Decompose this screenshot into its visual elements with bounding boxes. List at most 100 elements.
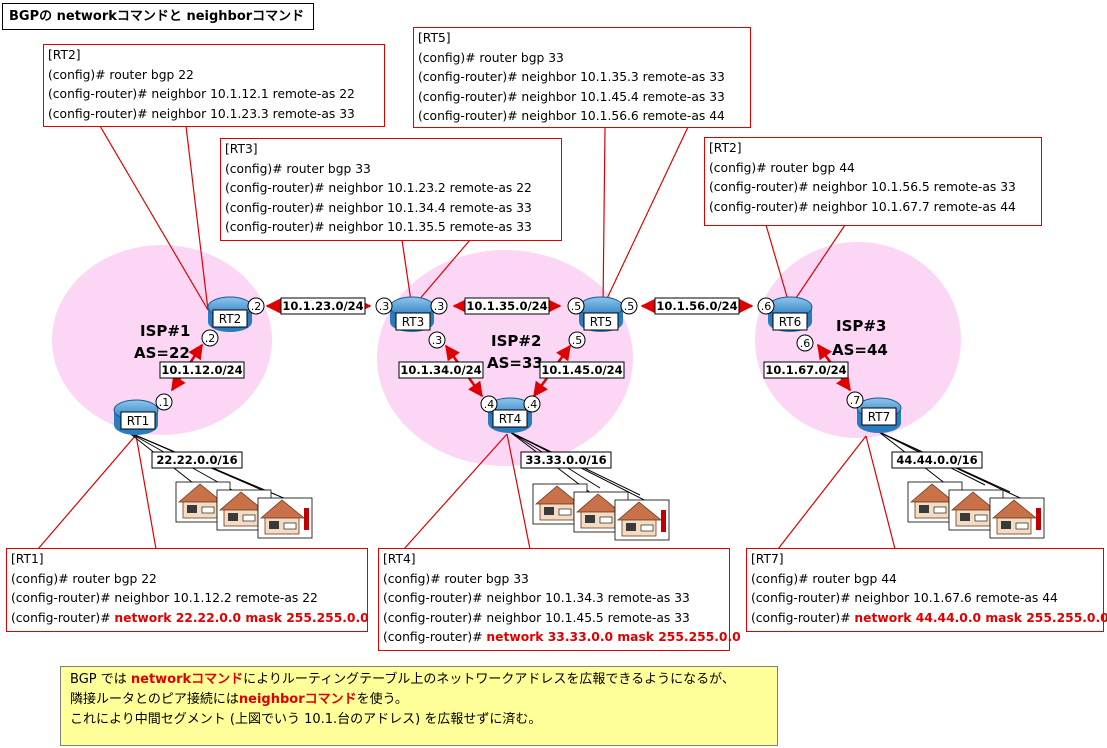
iface-rt5-a: .5 <box>571 300 582 313</box>
config-line: (config-router)# neighbor 10.1.56.5 remo… <box>709 180 1016 194</box>
house-icon <box>948 489 1004 531</box>
iface-rt4-b: .4 <box>527 398 538 411</box>
router-rt2-label: RT2 <box>219 312 241 326</box>
config-line: (config-router)# neighbor 10.1.35.3 remo… <box>418 70 725 84</box>
isp3-as: AS=44 <box>832 341 888 359</box>
router-rt2: RT2 <box>207 296 253 332</box>
note-highlight: neighborコマンド <box>238 692 357 707</box>
callout-line-rt4 <box>506 433 531 550</box>
config-line-prefix: (config-router)# <box>11 610 115 625</box>
callout-line-rt7 <box>865 435 896 550</box>
house-icon <box>614 499 670 541</box>
callout-line-rt6 <box>765 224 791 308</box>
isp3-name: ISP#3 <box>836 317 886 335</box>
isp2-name: ISP#2 <box>491 332 541 350</box>
house-icon <box>216 489 272 531</box>
diagram-title: BGPの networkコマンドと neighborコマンド <box>2 3 314 30</box>
config-line: (config-router)# neighbor 10.1.67.6 remo… <box>751 591 1058 605</box>
network-label-44: 44.44.0.0/16 <box>896 453 977 467</box>
network-label-33: 33.33.0.0/16 <box>525 453 606 467</box>
router-rt7-label: RT7 <box>868 410 890 424</box>
network-command: network 44.44.0.0 mask 255.255.0.0 <box>854 610 1107 625</box>
note-text: BGP では <box>70 672 131 687</box>
router-rt4: RT4 <box>487 397 533 433</box>
callout-line-rt3 <box>411 239 471 309</box>
config-line: (config-router)# neighbor 10.1.34.3 remo… <box>383 591 690 605</box>
note-text: これにより中間セグメント (上図でいう 10.1.台のアドレス) を広報せずに済… <box>70 712 542 727</box>
config-line: (config)# router bgp 33 <box>225 161 371 176</box>
router-rt3: RT3 <box>389 296 435 332</box>
iface-rt1: .1 <box>159 396 170 409</box>
house-icon <box>989 497 1045 539</box>
router-rt6-label: RT6 <box>779 315 801 329</box>
callout-line-rt1 <box>135 434 157 550</box>
iface-rt5-b: .5 <box>624 300 635 313</box>
isp2-as: AS=33 <box>487 354 543 372</box>
note-text: を使う。 <box>356 692 408 707</box>
isp3-area <box>755 242 961 438</box>
config-line: (config-router)# neighbor 10.1.23.2 remo… <box>225 181 532 195</box>
config-line: (config-router)# neighbor 10.1.23.3 remo… <box>48 106 355 121</box>
config-box-rt5: [RT5] (config)# router bgp 33 (config-ro… <box>413 27 751 128</box>
iface-rt3-a: .3 <box>379 300 390 313</box>
config-box-rt6: [RT2] (config)# router bgp 44 (config-ro… <box>704 137 1042 226</box>
config-header: [RT3] <box>225 142 258 156</box>
link-label-23: 10.1.23.0/24 <box>282 299 363 313</box>
callout-line-rt4 <box>403 433 508 550</box>
config-line-prefix: (config-router)# <box>383 630 487 644</box>
callout-line-rt5 <box>602 126 689 308</box>
router-rt1-label: RT1 <box>127 414 149 428</box>
note-highlight: networkコマンド <box>130 672 244 687</box>
callout-line-rt7 <box>777 435 867 550</box>
link-label-35: 10.1.35.0/24 <box>466 299 547 313</box>
iface-rt6-a: .6 <box>761 300 772 313</box>
iface-rt3-c: .3 <box>432 334 443 347</box>
config-header: [RT1] <box>11 552 44 566</box>
network-command: network 22.22.0.0 mask 255.255.0.0 <box>114 610 369 625</box>
iface-rt2-b: .2 <box>251 300 262 313</box>
callout-line-rt5 <box>602 126 606 308</box>
config-line: (config-router)# neighbor 10.1.56.6 remo… <box>418 109 725 123</box>
config-line: (config-router)# neighbor 10.1.45.4 remo… <box>418 89 725 104</box>
router-rt5-label: RT5 <box>590 315 612 329</box>
config-line: (config-router)# neighbor 10.1.12.2 remo… <box>11 591 318 605</box>
iface-rt2-a: .2 <box>205 332 216 345</box>
config-header: [RT5] <box>418 31 451 45</box>
config-line: (config-router)# neighbor 10.1.35.5 remo… <box>225 220 532 234</box>
config-header: [RT7] <box>751 552 784 566</box>
iface-rt3-b: .3 <box>434 300 445 313</box>
config-line: (config)# router bgp 33 <box>418 50 564 65</box>
iface-rt5-c: .5 <box>572 334 583 347</box>
config-box-rt1: [RT1] (config)# router bgp 22 (config-ro… <box>6 548 369 632</box>
link-label-12: 10.1.12.0/24 <box>161 363 242 377</box>
link-label-34: 10.1.34.0/24 <box>400 363 481 377</box>
note-text: 隣接ルータとのピア接続には <box>70 692 239 707</box>
config-line-prefix: (config-router)# <box>751 610 855 625</box>
config-line: (config-router)# neighbor 10.1.12.1 remo… <box>48 87 355 101</box>
isp1-name: ISP#1 <box>140 322 190 340</box>
link-label-67: 10.1.67.0/24 <box>765 363 846 377</box>
isp1-area <box>52 245 272 435</box>
isp1-as: AS=22 <box>134 344 190 362</box>
router-rt1: RT1 <box>113 399 159 435</box>
explanation-note: BGP では networkコマンドによりルーティングテーブル上のネットワークア… <box>60 666 778 746</box>
config-line: (config-router)# neighbor 10.1.34.4 remo… <box>225 200 532 215</box>
config-line: (config)# router bgp 22 <box>48 67 194 82</box>
config-header: [RT2] <box>709 141 742 155</box>
network-label-22: 22.22.0.0/16 <box>156 453 237 467</box>
house-icon <box>257 497 313 539</box>
callout-line-rt1 <box>37 434 137 550</box>
config-box-rt2: [RT2] (config)# router bgp 22 (config-ro… <box>43 44 385 127</box>
iface-rt7: .7 <box>850 394 861 407</box>
config-line: (config)# router bgp 22 <box>11 571 157 586</box>
config-line: (config-router)# neighbor 10.1.45.5 remo… <box>383 610 690 625</box>
link-label-56: 10.1.56.0/24 <box>656 299 737 313</box>
config-box-rt4: [RT4] (config)# router bgp 33 (config-ro… <box>378 548 741 651</box>
router-rt3-label: RT3 <box>402 315 424 329</box>
router-rt5: RT5 <box>578 296 624 332</box>
link-label-45: 10.1.45.0/24 <box>541 363 622 377</box>
config-line: (config)# router bgp 44 <box>751 571 897 586</box>
network-command: network 33.33.0.0 mask 255.255.0.0 <box>486 630 741 644</box>
callout-line-rt6 <box>789 224 846 308</box>
